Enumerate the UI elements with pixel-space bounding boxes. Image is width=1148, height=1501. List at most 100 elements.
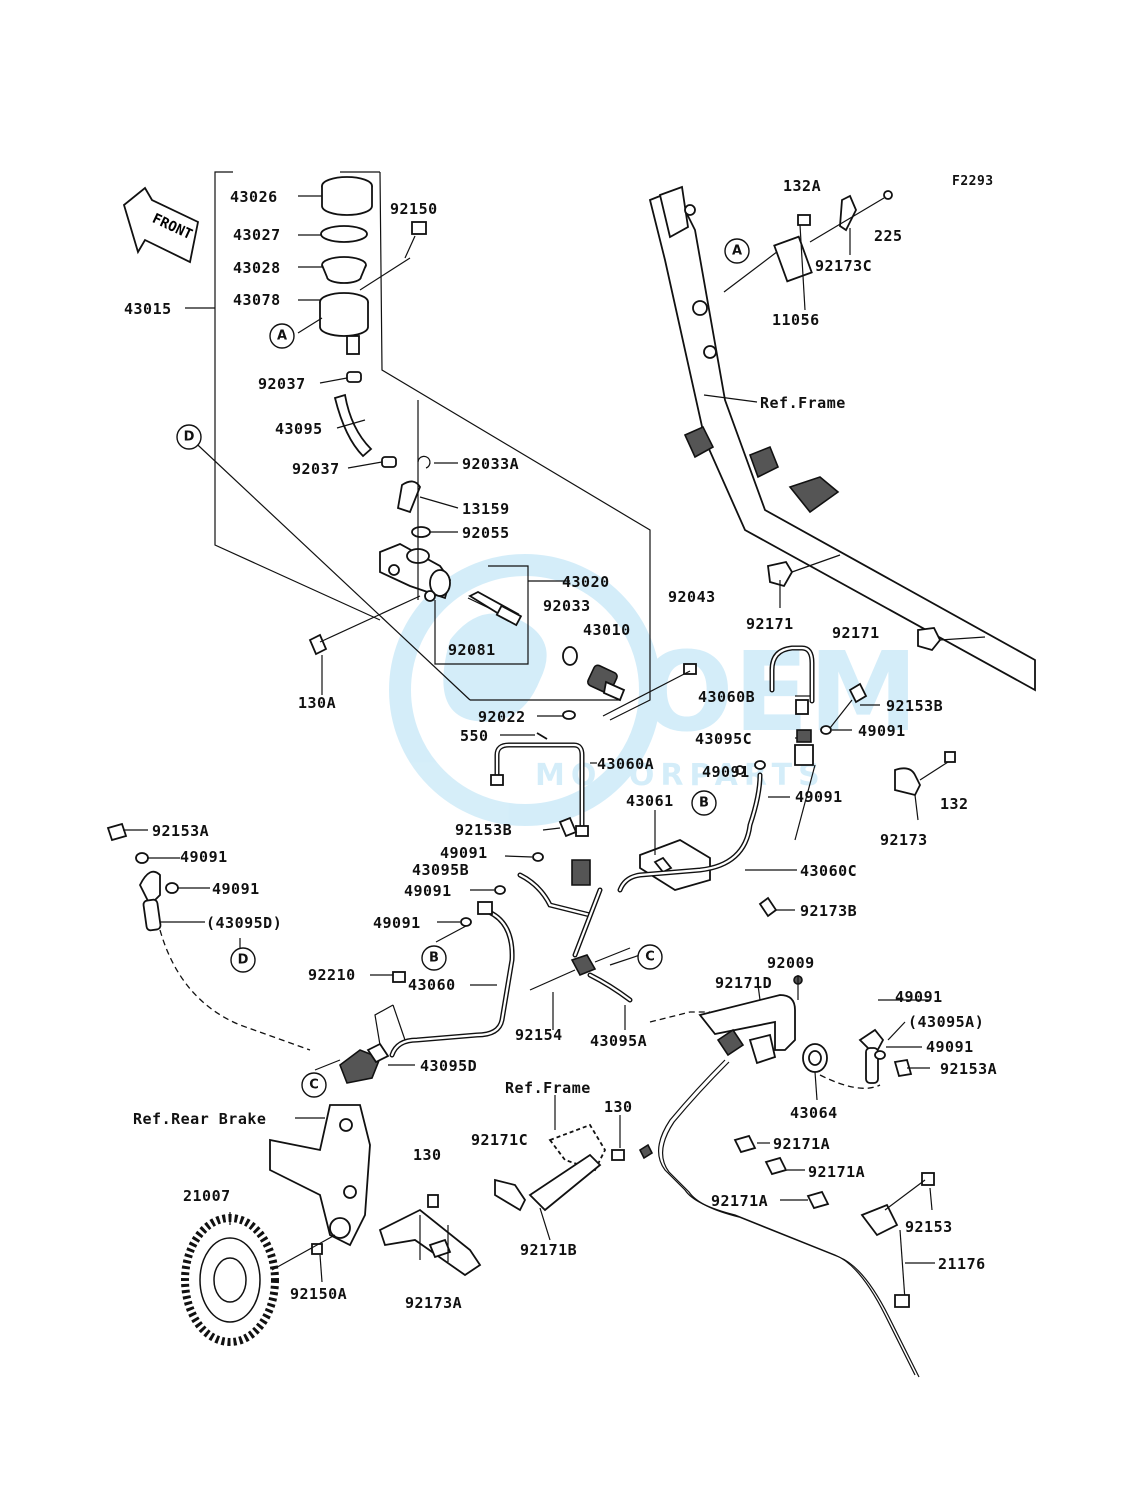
abs-sensor-cable-icon <box>638 1028 920 1378</box>
washer-icon <box>562 710 576 720</box>
svg-text:C: C <box>309 1078 319 1093</box>
pin-icon <box>683 663 697 675</box>
bracket-92171d-icon <box>698 994 796 1065</box>
abs-fitting-43095b-icon <box>517 859 593 918</box>
grommet-43064-icon <box>802 1043 828 1073</box>
label-21007: 21007 <box>183 1187 231 1205</box>
label-49091-m1: 49091 <box>440 844 488 862</box>
svg-text:A: A <box>732 244 742 259</box>
bracket-92171c-icon <box>494 1178 527 1212</box>
label-49091-r3: 49091 <box>795 788 843 806</box>
bolt-92153b-top-icon <box>848 682 868 704</box>
washer-49091-r3-icon <box>735 765 745 775</box>
label-92171a-1: 92171A <box>773 1135 830 1153</box>
o-ring-icon <box>411 526 431 538</box>
svg-text:D: D <box>184 430 195 445</box>
bracket-11056-icon <box>773 235 813 283</box>
abs-sensor-21176-icon <box>860 1203 910 1308</box>
label-92043: 92043 <box>668 588 716 606</box>
circlip-2-icon <box>562 646 578 666</box>
svg-text:B: B <box>429 951 439 966</box>
hose-route-d <box>159 929 311 1051</box>
label-92037-a: 92037 <box>258 375 306 393</box>
clamp-92171a-2-icon <box>764 1156 788 1176</box>
washer-49091-r1-icon <box>820 725 832 735</box>
brake-pipe-43060a-icon <box>490 742 589 837</box>
label-92173c: 92173C <box>815 257 872 275</box>
label-130a: 130A <box>298 694 336 712</box>
label-92171a-3: 92171A <box>711 1192 768 1210</box>
circlip-icon <box>417 455 431 469</box>
callout-c-left: C <box>301 1072 327 1098</box>
clamp-92171a-1-icon <box>733 1134 757 1154</box>
bolt-92153-icon <box>921 1172 935 1186</box>
bolt-225-icon <box>809 190 893 243</box>
cotter-pin-icon <box>536 732 548 740</box>
label-43028: 43028 <box>233 259 281 277</box>
label-49091-m2: 49091 <box>404 882 452 900</box>
label-43095d: 43095D <box>420 1057 477 1075</box>
callout-d-left: D <box>230 947 256 973</box>
svg-text:B: B <box>699 796 709 811</box>
piston-kit-icon <box>467 590 523 627</box>
bolt-92153a-left-icon <box>106 822 128 842</box>
label-13159: 13159 <box>462 500 510 518</box>
label-49091-rr2: 49091 <box>926 1038 974 1056</box>
svg-text:C: C <box>645 950 655 965</box>
hose-43095a-icon <box>570 887 633 1003</box>
label-11056: 11056 <box>772 311 820 329</box>
bolt-92150-icon <box>404 221 427 259</box>
label-92154: 92154 <box>515 1026 563 1044</box>
label-92173a: 92173A <box>405 1294 462 1312</box>
bolt-130-b-icon <box>427 1194 439 1208</box>
label-92150: 92150 <box>390 200 438 218</box>
diaphragm-icon <box>321 256 367 284</box>
label-49091-l1: 49091 <box>180 848 228 866</box>
label-92033a: 92033A <box>462 455 519 473</box>
brake-pipe-43060b-icon <box>769 645 815 704</box>
ref-frame-lower: Ref.Frame <box>505 1079 591 1097</box>
ref-rear-brake: Ref.Rear Brake <box>133 1110 266 1128</box>
hose-route-a <box>649 1011 710 1023</box>
label-130-b: 130 <box>413 1146 442 1164</box>
bolt-130a-icon <box>308 633 328 656</box>
label-49091-m3: 49091 <box>373 914 421 932</box>
bolt-132a-icon <box>797 214 811 226</box>
label-92153a-right: 92153A <box>940 1060 997 1078</box>
label-92009: 92009 <box>767 954 815 972</box>
bolt-92210-icon <box>392 971 406 983</box>
brake-pipe-43060c-icon <box>617 772 763 893</box>
figure-code: F2293 <box>952 174 994 189</box>
bracket-92173-icon <box>894 767 922 797</box>
svg-text:A: A <box>277 329 287 344</box>
label-92173: 92173 <box>880 831 928 849</box>
label-43020: 43020 <box>562 573 610 591</box>
abs-fitting-43095d-icon <box>339 1042 390 1084</box>
brake-pipe-43060-icon <box>389 901 515 1058</box>
label-43060c: 43060C <box>800 862 857 880</box>
label-92153b-top: 92153B <box>886 697 943 715</box>
label-92022: 92022 <box>478 708 526 726</box>
washer-49091-l1-icon <box>135 852 149 864</box>
master-cylinder-icon <box>379 543 451 602</box>
label-43095b: 43095B <box>412 861 469 879</box>
label-49091-rr1: 49091 <box>895 988 943 1006</box>
label-92150a: 92150A <box>290 1285 347 1303</box>
label-43060: 43060 <box>408 976 456 994</box>
diaphragm-plate-icon <box>320 225 368 243</box>
abs-fitting-43095c-icon <box>794 699 814 766</box>
callout-a-reservoir: A <box>269 323 295 349</box>
washer-49091-r2-icon <box>754 760 766 770</box>
washer-49091-m3-icon <box>460 917 472 927</box>
clamp-92173c-icon <box>839 194 857 232</box>
callout-a-frame: A <box>724 238 750 264</box>
hose-clamp-2-icon <box>381 456 397 468</box>
label-92171-a: 92171 <box>746 615 794 633</box>
label-130-a: 130 <box>604 1098 633 1116</box>
callout-d-top: D <box>176 424 202 450</box>
bolt-92150a-icon <box>311 1243 323 1255</box>
label-49091-r2: 49091 <box>702 763 750 781</box>
watermark-sub: MOTORPARTS <box>535 758 826 793</box>
clamp-92171-b-icon <box>917 627 942 652</box>
